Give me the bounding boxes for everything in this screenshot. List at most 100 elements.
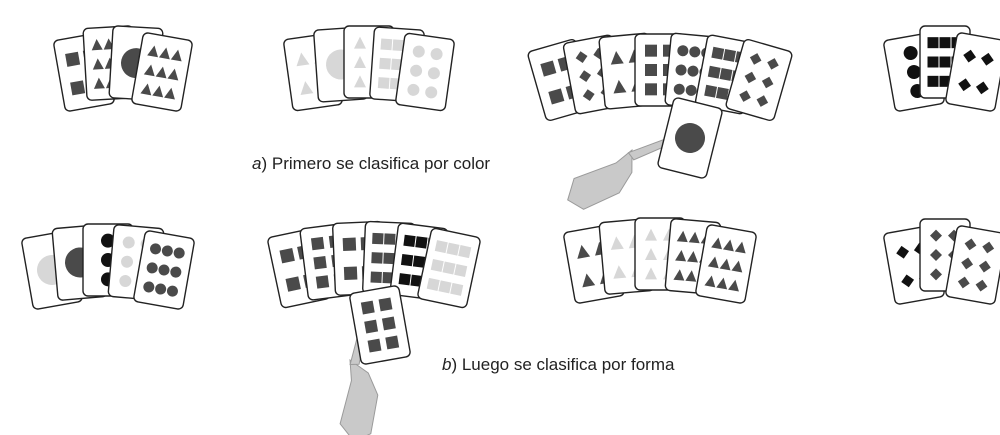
triangle-symbol [707, 256, 719, 269]
card-face [395, 32, 455, 112]
square-symbol [378, 297, 393, 312]
square-symbol [434, 240, 448, 254]
triangle-symbol [610, 236, 624, 250]
caption-a: a) Primero se clasifica por color [252, 154, 490, 174]
triangle-symbol [613, 265, 627, 279]
square-symbol [343, 266, 358, 281]
fan-circle-cards [21, 223, 195, 310]
diamond-symbol [896, 245, 910, 259]
square-symbol [310, 236, 325, 251]
circle-symbol [146, 262, 158, 274]
circle-symbol [412, 45, 425, 58]
square-symbol [380, 38, 393, 51]
square-symbol [381, 316, 396, 331]
circle-symbol [143, 281, 155, 293]
triangle-symbol [704, 275, 716, 288]
square-symbol [70, 80, 86, 96]
triangle-symbol [354, 56, 366, 68]
circle-symbol [170, 266, 182, 278]
triangle-symbol [354, 36, 366, 49]
held-card [657, 97, 723, 179]
circle-symbol [907, 65, 921, 79]
square-symbol [454, 263, 468, 278]
diamond-symbol [957, 276, 970, 289]
held-card [349, 285, 411, 365]
square-symbol [711, 46, 725, 60]
diamond-symbol [975, 81, 989, 95]
triangle-symbol [170, 49, 182, 62]
square-symbol [939, 37, 951, 49]
circle-symbol [677, 45, 689, 57]
diamond-symbol [975, 279, 988, 292]
square-symbol [313, 256, 327, 270]
circle-symbol [903, 45, 918, 60]
triangle-symbol [688, 231, 700, 244]
square-symbol [372, 232, 384, 245]
card [695, 224, 757, 304]
square-symbol [442, 261, 456, 275]
card [133, 230, 195, 310]
diamond-symbol [575, 51, 588, 64]
triangle-symbol [711, 237, 723, 250]
triangle-symbol [158, 47, 170, 60]
triangle-symbol [582, 273, 596, 288]
square-symbol [446, 242, 460, 256]
diamond-symbol [958, 78, 972, 92]
circle-symbol [430, 48, 443, 61]
square-symbol [719, 68, 733, 81]
triangle-symbol [93, 77, 105, 89]
diamond-symbol [582, 89, 595, 102]
fan-light-cards [283, 25, 455, 112]
fan-diamond-cards [883, 218, 1000, 305]
triangle-symbol [673, 269, 685, 281]
square-symbol [342, 237, 357, 252]
square-symbol [383, 252, 395, 265]
circle-symbol [687, 65, 699, 77]
square-symbol [704, 84, 718, 98]
caption-b: b) Luego se clasifica por forma [442, 355, 674, 375]
triangle-symbol [300, 81, 314, 95]
square-symbol [403, 234, 416, 248]
circle-symbol [150, 243, 162, 255]
square-symbol [645, 64, 657, 76]
circle-symbol [119, 274, 132, 287]
square-symbol [723, 49, 737, 62]
square-symbol [645, 83, 657, 96]
triangle-symbol [155, 66, 167, 79]
diamond-symbol [756, 95, 769, 107]
fan-dark-cards [53, 25, 193, 112]
square-symbol [398, 273, 411, 286]
circle-symbol [101, 233, 115, 248]
square-symbol [715, 87, 729, 100]
caption-b-letter: b [442, 355, 452, 374]
card [417, 227, 481, 309]
square-symbol [379, 57, 391, 70]
triangle-symbol [645, 267, 657, 280]
triangle-symbol [164, 87, 175, 100]
circle-symbol [675, 123, 705, 153]
circle-symbol [675, 64, 687, 76]
square-symbol [415, 236, 428, 249]
triangle-symbol [722, 239, 734, 252]
square-symbol [412, 255, 426, 268]
triangle-symbol [676, 230, 688, 243]
square-symbol [548, 88, 565, 105]
caption-b-text: ) Luego se clasifica por forma [451, 355, 675, 374]
caption-a-letter: a [252, 154, 262, 173]
card [945, 225, 1000, 305]
square-symbol [315, 275, 330, 289]
circle-symbol [425, 86, 438, 99]
square-symbol [385, 335, 400, 350]
diamond-symbol [749, 53, 762, 65]
circle-symbol [121, 255, 134, 268]
diamond-symbol [982, 241, 995, 254]
diamond-symbol [980, 52, 994, 66]
triangle-symbol [91, 39, 103, 51]
fan-black-cards [883, 25, 1000, 112]
card [395, 32, 455, 112]
diamond-symbol [963, 49, 977, 63]
card [945, 32, 1000, 112]
fan-mixed-cards [527, 32, 793, 122]
diamond-symbol [901, 274, 915, 288]
diamond-symbol [761, 76, 774, 89]
